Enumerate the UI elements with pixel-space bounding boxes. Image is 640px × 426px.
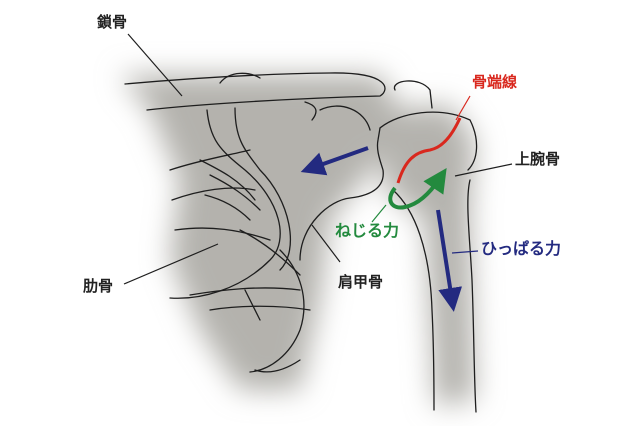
leader-lines	[123, 33, 513, 285]
pull-arrow-humerus	[436, 209, 463, 312]
label-growth-plate: 骨端線	[472, 73, 518, 91]
bone-shading	[120, 75, 475, 405]
label-clavicle: 鎖骨	[97, 13, 128, 31]
growth-plate-line	[396, 117, 462, 184]
pull-arrow-scapula	[300, 146, 369, 176]
label-pulling-force: ひっぱる力	[481, 239, 562, 258]
label-twisting-force: ねじる力	[335, 221, 400, 240]
label-ribs: 肋骨	[83, 277, 114, 295]
label-humerus: 上腕骨	[515, 150, 561, 168]
twist-arrow	[388, 168, 447, 210]
label-scapula: 肩甲骨	[338, 273, 384, 291]
bone-outlines	[124, 72, 478, 413]
